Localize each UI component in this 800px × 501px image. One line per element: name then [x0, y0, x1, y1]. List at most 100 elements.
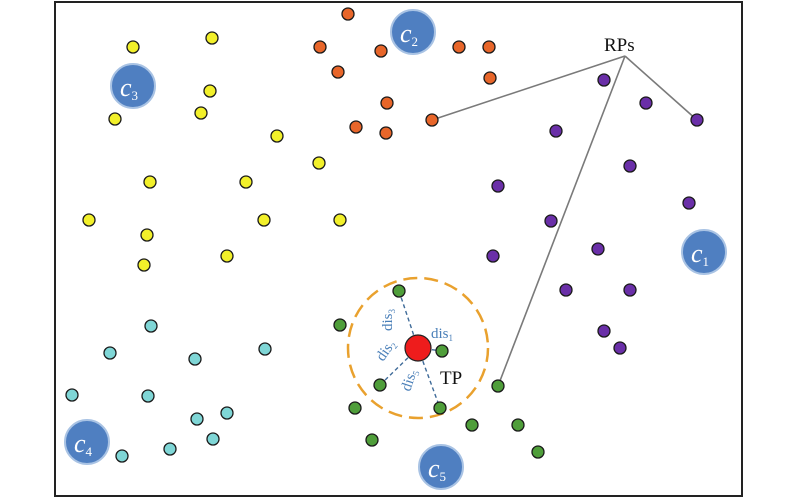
- reference-point-green-1: [392, 284, 406, 298]
- cluster-bubble-c1: c1: [681, 229, 727, 275]
- cluster-c5-sub: 5: [440, 469, 447, 484]
- reference-point-orange-10: [379, 126, 393, 140]
- pointer-line-green: [497, 55, 626, 387]
- reference-point-cyan-9: [206, 432, 220, 446]
- reference-point-purple-5: [623, 159, 637, 173]
- rp-pointer-lines: [431, 55, 698, 387]
- reference-point-cyan-11: [115, 449, 129, 463]
- reference-point-purple-10: [486, 249, 500, 263]
- reference-point-cyan-3: [188, 352, 202, 366]
- reference-point-orange-2: [313, 40, 327, 54]
- reference-point-purple-11: [559, 283, 573, 297]
- svg-text:c4: c4: [74, 429, 93, 459]
- reference-point-yellow-14: [220, 249, 234, 263]
- reference-point-orange-6: [331, 65, 345, 79]
- reference-point-yellow-3: [203, 84, 217, 98]
- reference-point-cyan-8: [220, 406, 234, 420]
- reference-point-purple-3: [690, 113, 704, 127]
- distance-label-3-base: dis: [380, 313, 396, 331]
- reference-point-green-7: [433, 401, 447, 415]
- reference-point-purple-7: [682, 196, 696, 210]
- reference-point-yellow-12: [257, 213, 271, 227]
- distance-label-1: dis1: [431, 326, 453, 343]
- reference-point-yellow-4: [108, 112, 122, 126]
- svg-text:c3: c3: [120, 73, 138, 103]
- svg-text:c5: c5: [428, 454, 446, 484]
- reference-point-purple-9: [591, 242, 605, 256]
- reference-point-yellow-8: [143, 175, 157, 189]
- reference-point-orange-5: [482, 40, 496, 54]
- reference-point-cyan-4: [258, 342, 272, 356]
- distance-label-3-sub: 3: [387, 308, 397, 313]
- cluster-c5-letter: c: [428, 454, 440, 483]
- reference-point-cyan-5: [65, 388, 79, 402]
- reference-point-orange-4: [452, 40, 466, 54]
- distance-label-1-base: dis: [431, 326, 449, 342]
- reference-point-green-6: [348, 401, 362, 415]
- cluster-bubble-c4: c4: [64, 419, 110, 465]
- reference-point-green-11: [531, 445, 545, 459]
- reference-point-green-2: [333, 318, 347, 332]
- reference-point-green-9: [511, 418, 525, 432]
- tp-label: TP: [440, 368, 462, 389]
- reference-point-cyan-6: [141, 389, 155, 403]
- reference-point-orange-3: [374, 44, 388, 58]
- cluster-c2-letter: c: [400, 19, 412, 48]
- reference-point-green-4: [373, 378, 387, 392]
- reference-point-yellow-10: [82, 213, 96, 227]
- rps-label: RPs: [604, 35, 635, 56]
- reference-points: [65, 7, 704, 463]
- distance-label-1-sub: 1: [449, 333, 454, 343]
- target-point: [404, 334, 432, 362]
- reference-point-purple-12: [623, 283, 637, 297]
- reference-point-green-5: [491, 379, 505, 393]
- reference-point-purple-13: [597, 324, 611, 338]
- cluster-c3-letter: c: [120, 73, 132, 102]
- cluster-c1-letter: c: [691, 239, 703, 268]
- pointer-line-purple: [624, 55, 698, 121]
- pointer-line-orange: [431, 55, 626, 121]
- distance-label-3: dis3: [380, 308, 397, 331]
- cluster-c2-sub: 2: [412, 34, 419, 49]
- cluster-bubble-c3: c3: [110, 63, 156, 109]
- svg-text:c2: c2: [400, 19, 418, 49]
- reference-point-yellow-13: [333, 213, 347, 227]
- reference-point-orange-11: [425, 113, 439, 127]
- distance-label-5-base: dis: [399, 371, 420, 393]
- distance-label-2-sub: 2: [389, 341, 400, 350]
- reference-point-orange-7: [483, 71, 497, 85]
- reference-point-cyan-2: [103, 346, 117, 360]
- reference-point-cyan-1: [144, 319, 158, 333]
- cluster-bubble-c2: c2: [390, 9, 436, 55]
- cluster-c1-sub: 1: [703, 254, 710, 269]
- reference-point-orange-8: [380, 96, 394, 110]
- tp-search-radius: [346, 276, 490, 420]
- reference-point-yellow-6: [270, 129, 284, 143]
- reference-point-yellow-9: [239, 175, 253, 189]
- reference-point-orange-9: [349, 120, 363, 134]
- reference-point-green-10: [365, 433, 379, 447]
- reference-point-yellow-5: [194, 106, 208, 120]
- reference-point-yellow-7: [312, 156, 326, 170]
- reference-point-cyan-10: [163, 442, 177, 456]
- reference-point-cyan-7: [190, 412, 204, 426]
- distance-label-5-sub: 5: [411, 369, 422, 377]
- reference-point-green-3: [435, 344, 449, 358]
- reference-point-purple-4: [549, 124, 563, 138]
- reference-point-green-8: [465, 418, 479, 432]
- reference-point-orange-1: [341, 7, 355, 21]
- distance-label-5: dis5: [399, 367, 422, 394]
- diagram-frame: [54, 1, 743, 497]
- reference-point-purple-14: [613, 341, 627, 355]
- cluster-c3-sub: 3: [132, 88, 139, 103]
- reference-point-purple-6: [491, 179, 505, 193]
- reference-point-yellow-11: [140, 228, 154, 242]
- reference-point-yellow-1: [126, 40, 140, 54]
- reference-point-purple-2: [639, 96, 653, 110]
- cluster-c4-letter: c: [74, 429, 86, 458]
- reference-point-purple-8: [544, 214, 558, 228]
- reference-point-yellow-15: [137, 258, 151, 272]
- cluster-c4-sub: 4: [86, 444, 93, 459]
- reference-point-yellow-2: [205, 31, 219, 45]
